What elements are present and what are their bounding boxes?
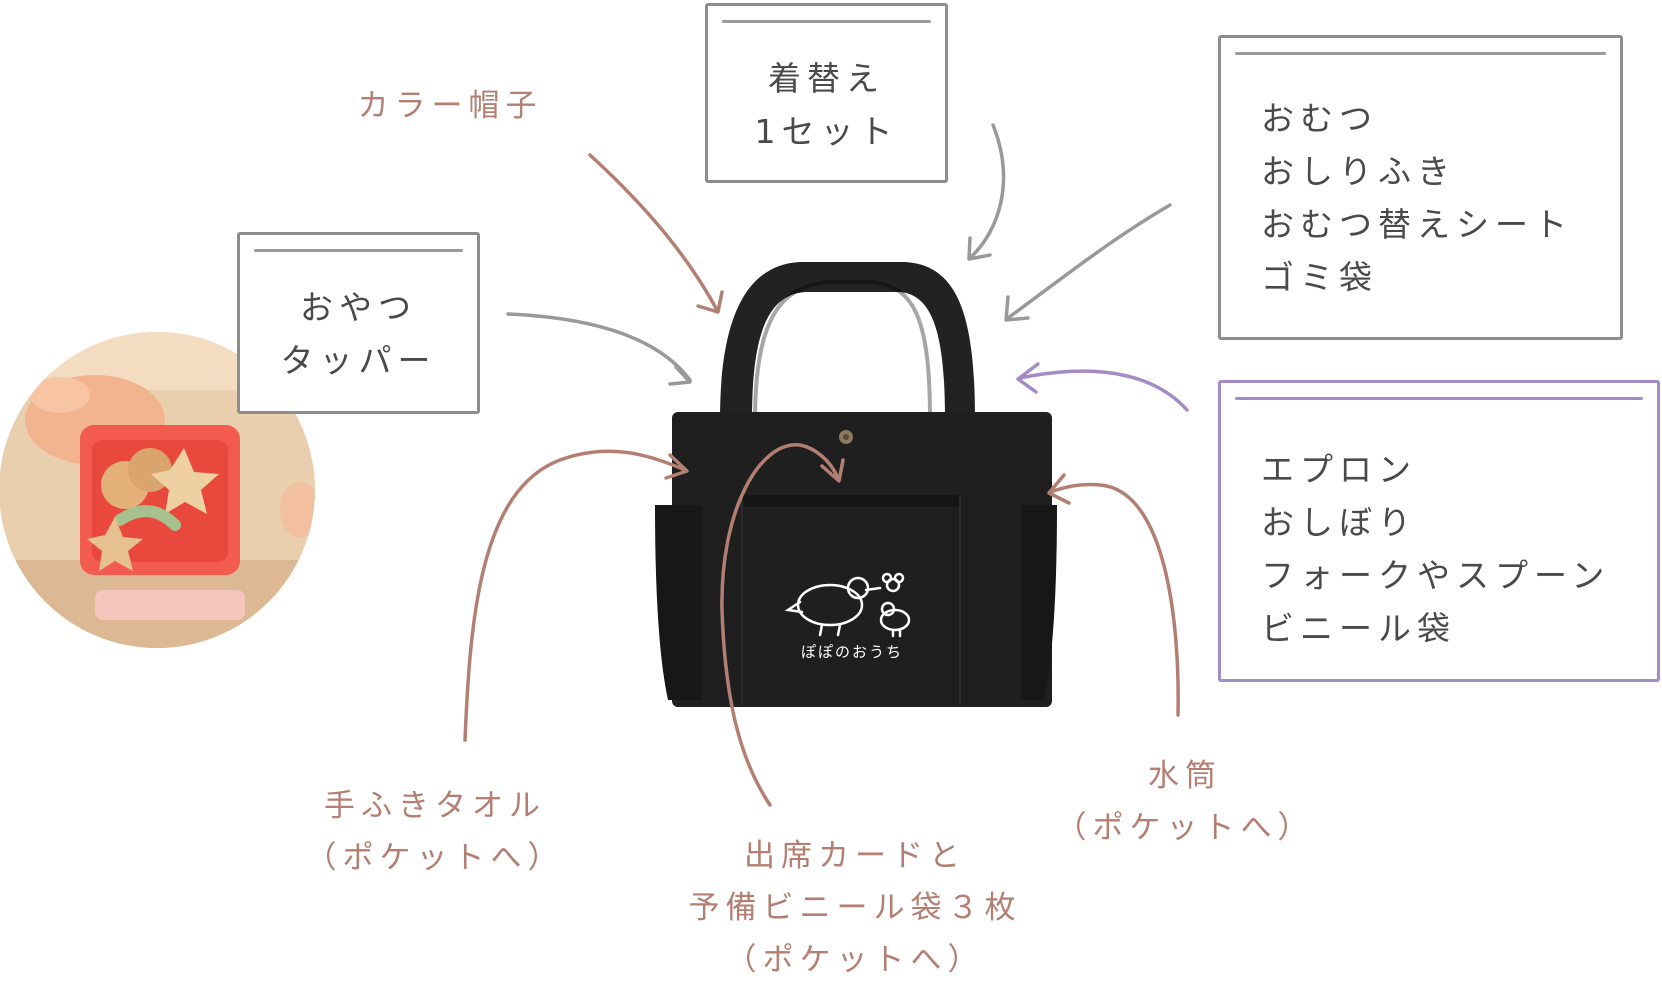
arrow-towel xyxy=(463,449,687,742)
label-card-line-2: 予備ビニール袋３枚 xyxy=(688,890,1022,926)
purple-arrow xyxy=(1016,362,1189,412)
box-oyatsu-line-2: タッパー xyxy=(280,341,437,380)
label-card-line-1: 出席カードと xyxy=(744,838,966,874)
bird-print xyxy=(784,572,911,638)
box-omutsu-text: おむつ おしりふき おむつ替えシート ゴミ袋 xyxy=(1261,92,1573,304)
box-apron-text: エプロン おしぼり フォークやスプーン ビニール袋 xyxy=(1261,443,1610,655)
box-apron-line-2: おしぼり xyxy=(1261,503,1417,542)
label-bottle-line-1: 水筒 xyxy=(1148,758,1222,794)
box-omutsu-line-4: ゴミ袋 xyxy=(1261,258,1378,297)
label-hat-line-1: カラー帽子 xyxy=(357,88,543,124)
box-kigae: 着替え 1セット xyxy=(705,3,948,183)
bag-print-text: ぽぽのおうち xyxy=(801,643,903,661)
tote-bag-illustration xyxy=(655,262,1057,707)
box-omutsu-line-3: おむつ替えシート xyxy=(1261,205,1573,244)
box-omutsu: おむつ おしりふき おむつ替えシート ゴミ袋 xyxy=(1218,35,1623,340)
label-card: 出席カードと 予備ビニール袋３枚 （ポケットへ） xyxy=(660,830,1050,986)
arrow-bottle xyxy=(1048,482,1180,717)
box-omutsu-line-1: おむつ xyxy=(1261,99,1378,138)
label-card-line-3: （ポケットへ） xyxy=(725,942,985,978)
box-apron-line-3: フォークやスプーン xyxy=(1261,556,1611,595)
box-apron: エプロン おしぼり フォークやスプーン ビニール袋 xyxy=(1218,380,1660,682)
label-towel-line-1: 手ふきタオル xyxy=(324,788,546,824)
box-kigae-text: 着替え 1セット xyxy=(708,52,945,158)
box-apron-line-1: エプロン xyxy=(1261,450,1417,489)
label-bottle-line-2: （ポケットへ） xyxy=(1055,810,1315,846)
box-oyatsu-text: おやつ タッパー xyxy=(240,281,477,387)
arrow-apron xyxy=(1018,369,1189,412)
box-kigae-line-2: 1セット xyxy=(754,112,899,151)
gray-arrows xyxy=(506,123,1172,386)
arrow-oyatsu xyxy=(506,312,692,382)
box-oyatsu: おやつ タッパー xyxy=(237,232,480,414)
brown-arrows xyxy=(463,153,1180,807)
box-apron-line-4: ビニール袋 xyxy=(1261,609,1456,648)
label-towel-line-2: （ポケットへ） xyxy=(305,840,565,876)
arrow-card xyxy=(720,443,840,807)
box-kigae-line-1: 着替え xyxy=(768,59,885,98)
arrow-hat xyxy=(588,153,719,312)
box-oyatsu-line-1: おやつ xyxy=(300,288,417,327)
label-bottle: 水筒 （ポケットへ） xyxy=(1050,750,1320,854)
arrow-kigae xyxy=(968,123,1006,260)
label-hat: カラー帽子 xyxy=(340,80,560,132)
box-omutsu-line-2: おしりふき xyxy=(1261,152,1456,191)
label-towel: 手ふきタオル （ポケットへ） xyxy=(290,780,580,884)
arrow-omutsu xyxy=(1006,203,1172,320)
